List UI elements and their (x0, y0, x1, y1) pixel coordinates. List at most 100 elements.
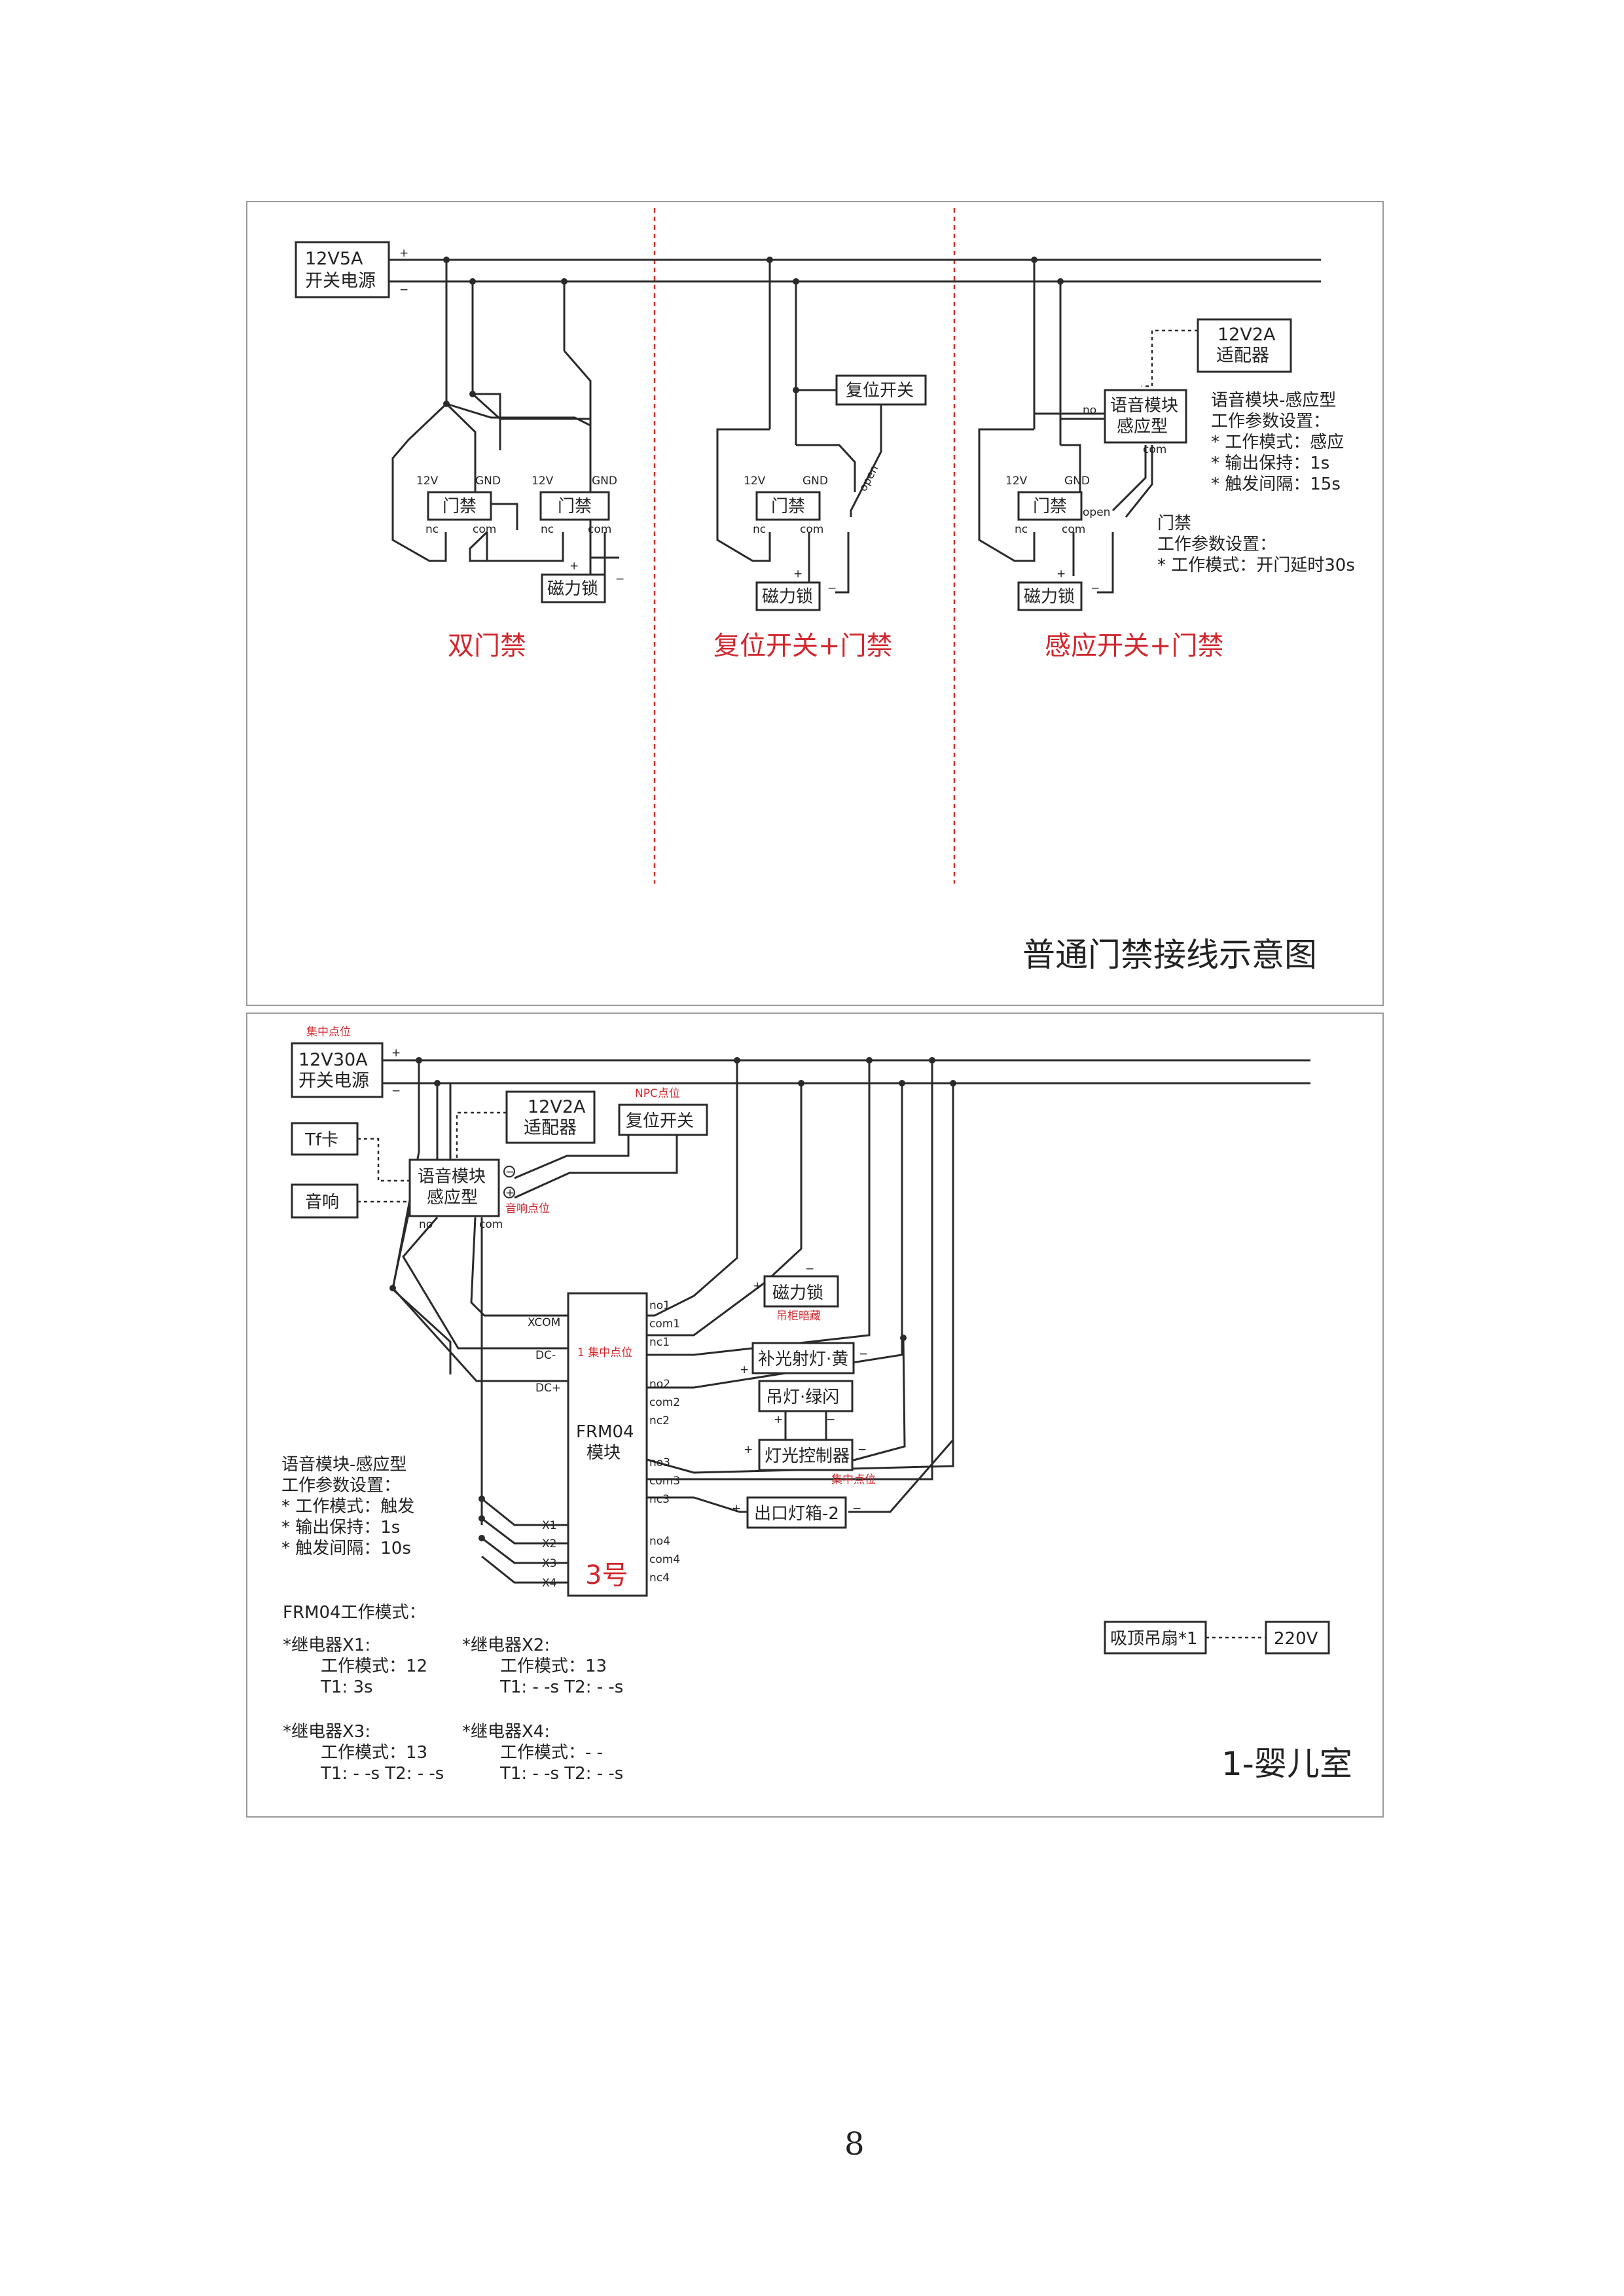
pendant-light-plus: + (774, 1413, 783, 1426)
pin-gnd-4: GND (1064, 475, 1090, 488)
light-controller-label: 灯光控制器 (765, 1446, 850, 1466)
voice-param-line: 语音模块-感应型 (1211, 391, 1336, 410)
pin-dc-plus: DC+ (535, 1382, 561, 1395)
relay-x3-title: *继电器X3: (283, 1722, 370, 1742)
pendant-light-label: 吊灯·绿闪 (766, 1388, 839, 1407)
lock-minus-2: − (827, 582, 837, 595)
psu-box-bottom (291, 1042, 384, 1098)
pendant-light-minus: − (826, 1413, 835, 1426)
fill-light-label: 补光射灯·黄 (758, 1350, 848, 1369)
speaker-label: 音响 (305, 1193, 339, 1212)
frm04-modes: FRM04工作模式： *继电器X1: 工作模式：12 T1: 3s *继电器X2… (283, 1603, 623, 1784)
lock-box-3 (1017, 581, 1083, 611)
pin-nc-4: nc (1015, 523, 1028, 536)
pin-x3: X3 (542, 1557, 556, 1570)
voice-bottom-param-line: 语音模块-感应型 (281, 1455, 406, 1475)
pin-no-top: no (1083, 404, 1096, 417)
voice-params-top: 语音模块-感应型 工作参数设置： * 工作模式：感应 * 输出保持：1s * 触… (1211, 391, 1344, 494)
v220-box (1265, 1621, 1330, 1655)
fill-light-plus: + (740, 1363, 749, 1376)
door-param-line: 工作参数设置： (1157, 535, 1276, 554)
frm04-mode-title: FRM04工作模式： (283, 1603, 426, 1623)
door-label-2: 门禁 (558, 497, 592, 516)
lock-label-2: 磁力锁 (762, 587, 813, 607)
psu-bottom-2: 开关电源 (298, 1071, 369, 1091)
door-label-4: 门禁 (1033, 497, 1067, 516)
pin-com-3: com (800, 523, 823, 536)
lock-plus-1: + (569, 560, 579, 573)
relay-x1-mode: 工作模式：12 (321, 1657, 427, 1676)
tf-card-box (291, 1122, 359, 1156)
fill-light-minus: − (859, 1348, 868, 1361)
voice-bottom-param-line: * 输出保持：1s (281, 1518, 400, 1537)
psu-bottom-plus: + (391, 1047, 401, 1060)
voice-param-line: * 触发间隔：15s (1211, 475, 1341, 494)
adapter-box-top (1197, 318, 1292, 373)
tf-card-label: Tf卡 (304, 1130, 338, 1150)
fill-light-box (751, 1342, 855, 1374)
relay-x2-time: T1: - -s T2: - -s (499, 1677, 623, 1697)
speaker-box (291, 1183, 359, 1219)
relay-x2-title: *继电器X2: (462, 1636, 550, 1655)
top-panel: 12V5A 开关电源 + − (246, 201, 1384, 1006)
door-params-top: 门禁 工作参数设置： * 工作模式：开门延时30s (1157, 514, 1355, 575)
pin-no4: no4 (649, 1535, 670, 1548)
pin-gnd-1: GND (475, 475, 501, 488)
voice-bottom-param-line: * 触发间隔：10s (281, 1539, 411, 1558)
bottom-panel: 集中点位 12V30A 开关电源 + − (246, 1013, 1384, 1818)
reset-switch-box-bottom (618, 1103, 708, 1136)
adapter-box-bottom (505, 1090, 596, 1144)
adapter-bottom-2: 适配器 (524, 1118, 577, 1138)
relay-x2-mode: 工作模式：13 (500, 1657, 607, 1676)
psu-minus: − (399, 283, 408, 296)
relay-x3-time: T1: - -s T2: - -s (320, 1764, 444, 1784)
label-jizhong-2: 集中点位 (831, 1473, 876, 1486)
door-label-1: 门禁 (442, 497, 477, 516)
label-jizhong-top: 集中点位 (306, 1026, 351, 1039)
pin-nc-1: nc (425, 523, 439, 536)
section-label-1: 双门禁 (448, 631, 526, 661)
relay-x1-title: *继电器X1: (283, 1636, 370, 1655)
exit-sign-plus: + (732, 1502, 741, 1515)
lock-box-bottom (763, 1275, 839, 1308)
reset-switch-bottom-label: 复位开关 (626, 1111, 694, 1131)
pin-nc2: nc2 (649, 1414, 670, 1427)
section-sensor-door: 12V2A 适配器 语音模块 感应型 no com 门禁 12V GND nc … (978, 257, 1355, 661)
pin-x4: X4 (542, 1577, 556, 1590)
voice-top-2: 感应型 (1117, 417, 1168, 437)
door-box-1 (427, 491, 492, 521)
voice-box-bottom (408, 1158, 500, 1217)
controller-plus: + (744, 1443, 753, 1456)
pin-nc1: nc1 (649, 1336, 670, 1349)
lock-minus-3: − (1091, 582, 1100, 595)
relay-x3-mode: 工作模式：13 (321, 1743, 427, 1763)
psu-bottom-1: 12V30A (298, 1050, 368, 1070)
voice-top-1: 语音模块 (1110, 396, 1178, 416)
pin-gnd-3: GND (803, 475, 828, 488)
pin-no1: no1 (649, 1299, 670, 1312)
fan-box (1104, 1621, 1207, 1655)
frm04-right-pins: no1 com1 nc1 no2 com2 nc2 no3 com3 nc3 n… (649, 1299, 680, 1585)
psu-box (295, 241, 390, 298)
pin-12v-1: 12V (416, 475, 439, 488)
page-number: 8 (844, 2126, 865, 2162)
reset-switch-label: 复位开关 (846, 381, 914, 401)
lock-plus-3: + (1056, 567, 1066, 581)
pin-nc-3: nc (753, 523, 766, 536)
pin-x2: X2 (542, 1537, 556, 1551)
pin-x1: X1 (542, 1519, 556, 1532)
section-label-2: 复位开关+门禁 (713, 631, 893, 661)
pin-nc-2: nc (541, 523, 554, 536)
bottom-panel-title: 1-婴儿室 (1221, 1745, 1352, 1783)
exit-sign-minus: − (852, 1502, 861, 1515)
adapter-top-1: 12V2A (1218, 325, 1276, 345)
pin-com-voice: com (1143, 443, 1166, 456)
lock-box-1 (541, 573, 606, 603)
pin-12v-3: 12V (744, 475, 766, 488)
reset-switch-box (835, 374, 927, 406)
pin-gnd-2: GND (592, 475, 617, 488)
pin-12v-2: 12V (532, 475, 554, 488)
voice-input-minus: − (505, 1166, 514, 1179)
bottom-panel-frame (246, 1013, 1384, 1818)
relay-x4-mode: 工作模式：- - (500, 1743, 603, 1763)
